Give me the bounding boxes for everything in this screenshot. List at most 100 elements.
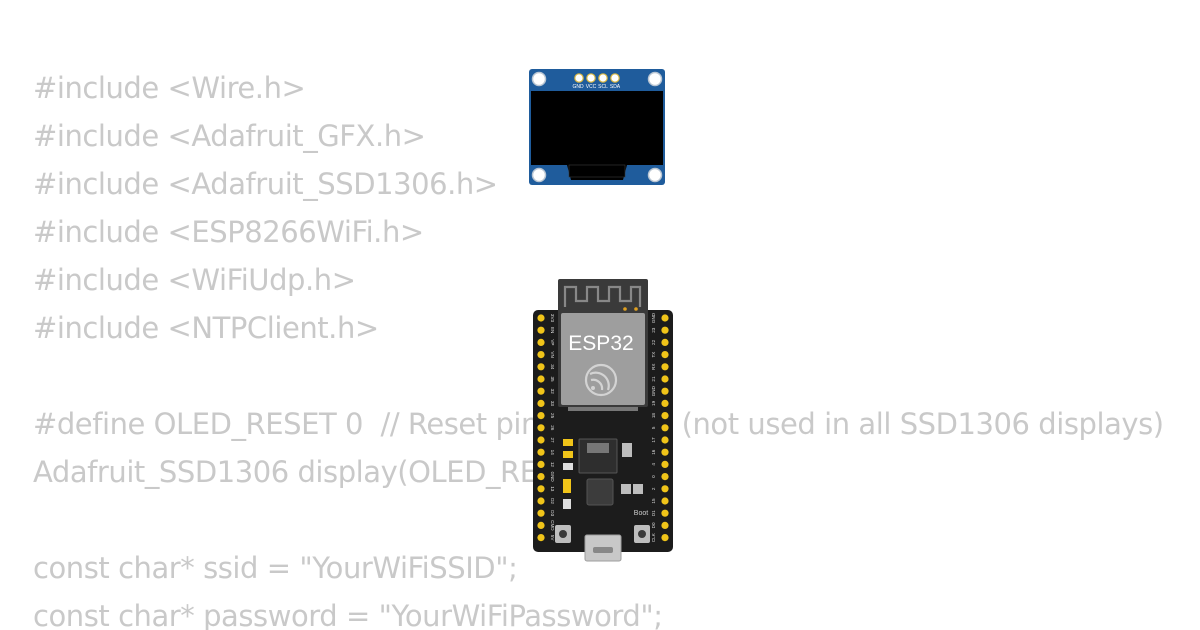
header-pin[interactable] — [537, 485, 545, 493]
mount-hole — [531, 71, 547, 87]
header-pin[interactable] — [661, 460, 669, 468]
mount-hole — [531, 167, 547, 183]
header-pin[interactable] — [661, 473, 669, 481]
pin-label: 14 — [550, 450, 555, 456]
header-pin[interactable] — [661, 399, 669, 407]
pin-label: 3V3 — [550, 314, 555, 323]
header-pin[interactable] — [661, 363, 669, 371]
code-line-2: #include <Adafruit_GFX.h> — [33, 119, 426, 153]
header-pin[interactable] — [661, 534, 669, 542]
code-line-8: #define OLED_RESET 0 // Reset pin for OL… — [33, 407, 1164, 441]
header-pin[interactable] — [537, 424, 545, 432]
boot-button-cap[interactable] — [638, 530, 646, 538]
oled-display-graphic: GND VCC SCL SDA — [529, 69, 665, 185]
header-pin[interactable] — [537, 387, 545, 395]
header-pin[interactable] — [537, 375, 545, 383]
pin-label: GND — [651, 312, 656, 323]
pin-label: 17 — [651, 437, 656, 443]
esp32-pin-labels: 3V3ENVPVN343532332526271412GND13D2D3CMD5… — [550, 312, 656, 542]
header-pin[interactable] — [537, 326, 545, 334]
pin-label: D1 — [651, 510, 656, 516]
header-pin[interactable] — [661, 387, 669, 395]
header-pin[interactable] — [661, 314, 669, 322]
pin-label: 16 — [651, 449, 656, 455]
header-pin[interactable] — [661, 485, 669, 493]
antenna-trace — [563, 285, 642, 307]
header-pin[interactable] — [537, 509, 545, 517]
status-led — [623, 307, 627, 311]
status-led — [634, 307, 638, 311]
pin-label: 23 — [651, 327, 656, 333]
oled-pin-sda[interactable] — [610, 73, 620, 83]
header-pin[interactable] — [537, 436, 545, 444]
pin-label: 22 — [651, 339, 656, 345]
oled-flex-connector — [568, 164, 626, 178]
pin-label: 34 — [550, 364, 555, 370]
header-pin[interactable] — [537, 448, 545, 456]
header-pin[interactable] — [537, 473, 545, 481]
smd-component — [563, 499, 571, 509]
header-pin[interactable] — [661, 338, 669, 346]
pin-label: 5V — [550, 535, 555, 542]
oled-pin-gnd[interactable] — [574, 73, 584, 83]
pin-label: 13 — [550, 486, 555, 492]
header-pin[interactable] — [537, 497, 545, 505]
oled-pin-label: SDA — [610, 84, 621, 90]
oled-display-module[interactable]: GND VCC SCL SDA — [529, 69, 665, 185]
pin-label: 27 — [550, 437, 555, 443]
pin-label: 2 — [651, 487, 656, 490]
smd-component — [563, 463, 573, 470]
pin-label: 15 — [651, 498, 656, 504]
pin-label: 35 — [550, 376, 555, 382]
code-line-1: #include <Wire.h> — [33, 71, 306, 105]
header-pin[interactable] — [537, 399, 545, 407]
header-pin[interactable] — [537, 351, 545, 359]
regulator-tab — [587, 443, 609, 453]
header-pin[interactable] — [661, 424, 669, 432]
header-pin[interactable] — [537, 338, 545, 346]
pin-label: VP — [550, 339, 555, 345]
header-pin[interactable] — [661, 497, 669, 505]
header-pin[interactable] — [661, 375, 669, 383]
pin-label: TX — [651, 352, 656, 358]
mount-hole — [647, 71, 663, 87]
oled-pin-vcc[interactable] — [586, 73, 596, 83]
smd-component — [563, 439, 573, 446]
pin-label: 18 — [651, 413, 656, 419]
header-pin[interactable] — [537, 521, 545, 529]
header-pin[interactable] — [661, 326, 669, 334]
header-pin[interactable] — [537, 363, 545, 371]
header-pin[interactable] — [661, 521, 669, 529]
pin-label: 12 — [550, 462, 555, 468]
pin-label: 4 — [651, 463, 656, 466]
pin-label: 19 — [651, 400, 656, 406]
pin-label: D0 — [651, 522, 656, 528]
code-line-3: #include <Adafruit_SSD1306.h> — [33, 167, 498, 201]
header-pin[interactable] — [661, 448, 669, 456]
pin-label: D3 — [550, 510, 555, 516]
header-pin[interactable] — [537, 412, 545, 420]
header-pin[interactable] — [661, 351, 669, 359]
pin-label: D2 — [550, 498, 555, 504]
pin-label: VN — [550, 351, 555, 357]
boot-label: Boot — [634, 510, 648, 517]
smd-component — [563, 451, 573, 458]
module-pads — [568, 407, 638, 411]
oled-screen — [531, 91, 663, 165]
header-pin[interactable] — [537, 534, 545, 542]
oled-pin-scl[interactable] — [598, 73, 608, 83]
espressif-logo — [584, 363, 618, 397]
header-pin[interactable] — [661, 412, 669, 420]
header-pin[interactable] — [537, 314, 545, 322]
usb-opening — [593, 547, 613, 553]
header-pin[interactable] — [661, 436, 669, 444]
code-line-4: #include <ESP8266WiFi.h> — [33, 215, 424, 249]
header-pin[interactable] — [661, 509, 669, 517]
esp32-pin-headers — [537, 314, 669, 542]
oled-pin-label: GND — [572, 84, 584, 90]
header-pin[interactable] — [537, 460, 545, 468]
pin-label: CMD — [550, 520, 555, 531]
en-button-cap[interactable] — [559, 530, 567, 538]
